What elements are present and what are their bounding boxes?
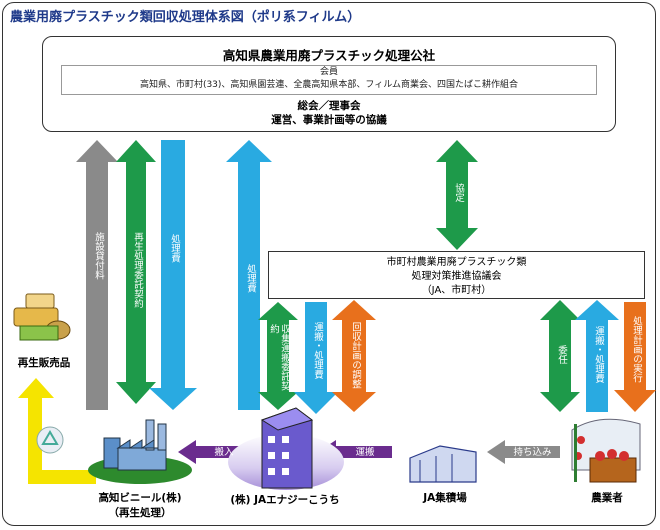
arrow-collection-contract xyxy=(258,302,298,410)
label-ja-energy: (株) JAエナジーこうち xyxy=(230,494,340,506)
arrow-entrust xyxy=(540,300,580,412)
general-meeting-text: 総会／理事会 運営、事業計画等の協議 xyxy=(43,99,615,127)
label-carry-in: 搬入 xyxy=(214,447,234,458)
recycled-products-icon xyxy=(13,293,71,341)
council-line1: 市町村農業用廃プラスチック類 xyxy=(386,257,527,268)
arrow-processing-plan xyxy=(614,302,656,412)
arrow-collection-plan xyxy=(332,300,376,412)
farmer-icon xyxy=(571,418,641,483)
arrow-agreement xyxy=(436,140,478,250)
ja-yard-icon xyxy=(409,445,477,483)
members-label: 会員 xyxy=(319,67,338,77)
label-transport-fee-1: 運搬・処理費 xyxy=(312,322,323,379)
label-collection-contract: 収集運搬委託契約 xyxy=(268,324,290,391)
council-line3: （JA、市町村） xyxy=(421,285,492,296)
label-entrust: 委任 xyxy=(556,345,567,364)
ja-energy-building-icon xyxy=(228,407,344,490)
label-bring-in: 持ち込み xyxy=(513,447,552,458)
org-name: 高知県農業用廃プラスチック処理公社 xyxy=(222,48,436,63)
arrow-processing-fee-2 xyxy=(226,140,272,410)
diagram-title: 農業用廃プラスチック類回収処理体系図（ポリ系フィルム） xyxy=(10,10,361,25)
label-ja-yard: JA集積場 xyxy=(423,492,467,504)
org-box: 高知県農業用廃プラスチック処理公社 会員 高知県、市町村(33)、高知県園芸連、… xyxy=(42,36,616,132)
arrow-transport-fee-2 xyxy=(575,300,619,412)
members-box: 会員 高知県、市町村(33)、高知県園芸連、全農高知県本部、フィルム商業会、四国… xyxy=(61,65,597,95)
label-kochi-vinyl: 高知ビニール(株) xyxy=(98,492,182,504)
arrow-recycle-loop xyxy=(18,378,96,484)
label-recycled-products: 再生販売品 xyxy=(17,357,71,369)
label-processing-fee-2: 処理費 xyxy=(245,264,256,293)
council-box: 市町村農業用廃プラスチック類 処理対策推進協議会 （JA、市町村） xyxy=(268,251,645,299)
label-farmer: 農業者 xyxy=(591,492,623,504)
factory-icon xyxy=(88,419,192,484)
general-meeting: 総会／理事会 xyxy=(297,100,361,112)
members-list: 高知県、市町村(33)、高知県園芸連、全農高知県本部、フィルム商業会、四国たばこ… xyxy=(139,80,519,90)
arrow-bring-in xyxy=(487,440,560,464)
arrow-processing-fee-1 xyxy=(149,140,197,410)
recycle-icon xyxy=(36,426,64,454)
label-processing-fee-1: 処理費 xyxy=(169,234,180,263)
arrow-recycle-contract xyxy=(116,140,156,404)
label-kochi-vinyl-sub: （再生処理） xyxy=(108,507,172,519)
council-line2: 処理対策推進協議会 xyxy=(411,271,502,282)
label-processing-plan: 処理計画の実行 xyxy=(631,316,642,383)
arrow-facility-loan xyxy=(76,140,118,410)
label-agreement: 協定 xyxy=(453,183,464,202)
label-recycle-contract: 再生処理委託契約 xyxy=(132,232,143,308)
diagram-frame xyxy=(2,2,656,526)
deliberation: 運営、事業計画等の協議 xyxy=(271,114,387,126)
label-facility-loan: 施設貸付料 xyxy=(93,232,104,280)
label-transport: 運搬 xyxy=(355,447,375,458)
label-collection-plan: 回収計画の調整 xyxy=(350,322,361,389)
label-transport-fee-2: 運搬・処理費 xyxy=(593,326,604,383)
arrow-transport-fee-1 xyxy=(294,302,338,414)
